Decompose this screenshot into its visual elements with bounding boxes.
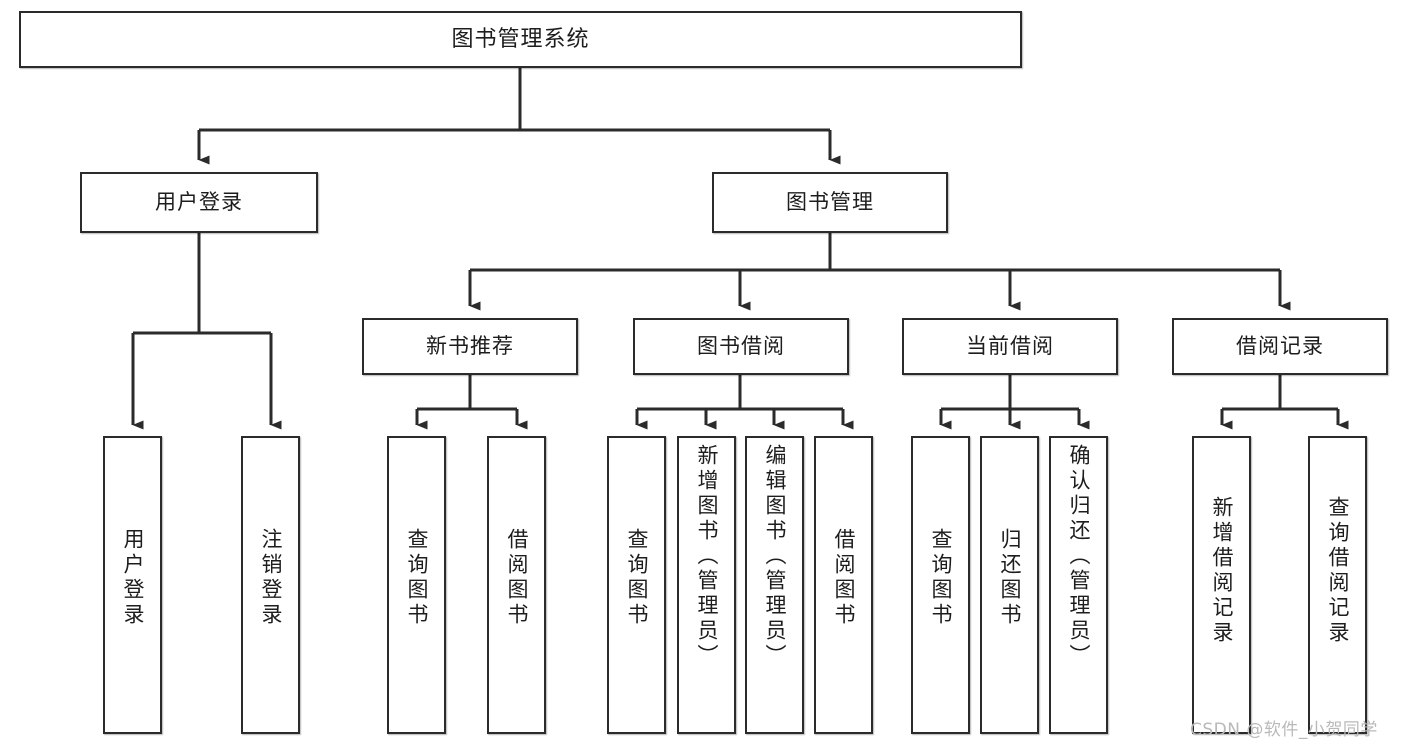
node-label: 借阅图书 <box>832 528 856 628</box>
node-book-management[interactable]: 图书管理 <box>712 172 948 233</box>
leaf-user-login[interactable]: 用户登录 <box>103 436 162 734</box>
node-label: 图书借阅 <box>697 334 785 359</box>
leaf-current-borrow-confirm-return-admin[interactable]: 确认归还（管理员） <box>1049 436 1108 734</box>
leaf-query-borrow-record[interactable]: 查询借阅记录 <box>1308 436 1367 734</box>
node-borrow-record[interactable]: 借阅记录 <box>1172 318 1388 375</box>
node-label: 查询借阅记录 <box>1326 496 1350 646</box>
node-book-borrow[interactable]: 图书借阅 <box>633 318 849 375</box>
node-label: 新书推荐 <box>426 334 514 359</box>
node-label: 新增图书（管理员） <box>695 444 719 669</box>
leaf-book-borrow-edit-book-admin[interactable]: 编辑图书（管理员） <box>745 436 804 734</box>
node-label: 注销登录 <box>259 528 283 628</box>
node-label: 用户登录 <box>155 190 243 215</box>
leaf-book-borrow-add-book-admin[interactable]: 新增图书（管理员） <box>677 436 736 734</box>
leaf-book-borrow-query-books[interactable]: 查询图书 <box>607 436 666 734</box>
node-label: 确认归还（管理员） <box>1067 444 1091 669</box>
node-label: 查询图书 <box>625 528 649 628</box>
leaf-logout[interactable]: 注销登录 <box>241 436 300 734</box>
node-label: 归还图书 <box>998 528 1022 628</box>
node-label: 图书管理系统 <box>451 26 590 52</box>
leaf-new-book-borrow-books[interactable]: 借阅图书 <box>487 436 546 734</box>
node-label: 用户登录 <box>121 528 145 628</box>
node-user-login[interactable]: 用户登录 <box>80 172 318 233</box>
node-label: 查询图书 <box>405 528 429 628</box>
node-root-book-management-system[interactable]: 图书管理系统 <box>19 11 1022 68</box>
node-current-borrow[interactable]: 当前借阅 <box>902 318 1118 375</box>
node-label: 图书管理 <box>786 190 874 215</box>
watermark-csdn: CSDN @软件_小贺同学 <box>1190 720 1378 740</box>
node-label: 编辑图书（管理员） <box>763 444 787 669</box>
node-label: 新增借阅记录 <box>1210 496 1234 646</box>
leaf-book-borrow-borrow-books[interactable]: 借阅图书 <box>814 436 873 734</box>
node-new-book-recommendation[interactable]: 新书推荐 <box>362 318 578 375</box>
node-label: 查询图书 <box>929 528 953 628</box>
node-label: 借阅图书 <box>505 528 529 628</box>
leaf-current-borrow-return-books[interactable]: 归还图书 <box>980 436 1039 734</box>
leaf-new-book-query-books[interactable]: 查询图书 <box>387 436 446 734</box>
leaf-add-borrow-record[interactable]: 新增借阅记录 <box>1192 436 1251 734</box>
node-label: 当前借阅 <box>966 334 1054 359</box>
node-label: 借阅记录 <box>1236 334 1324 359</box>
leaf-current-borrow-query-books[interactable]: 查询图书 <box>911 436 970 734</box>
